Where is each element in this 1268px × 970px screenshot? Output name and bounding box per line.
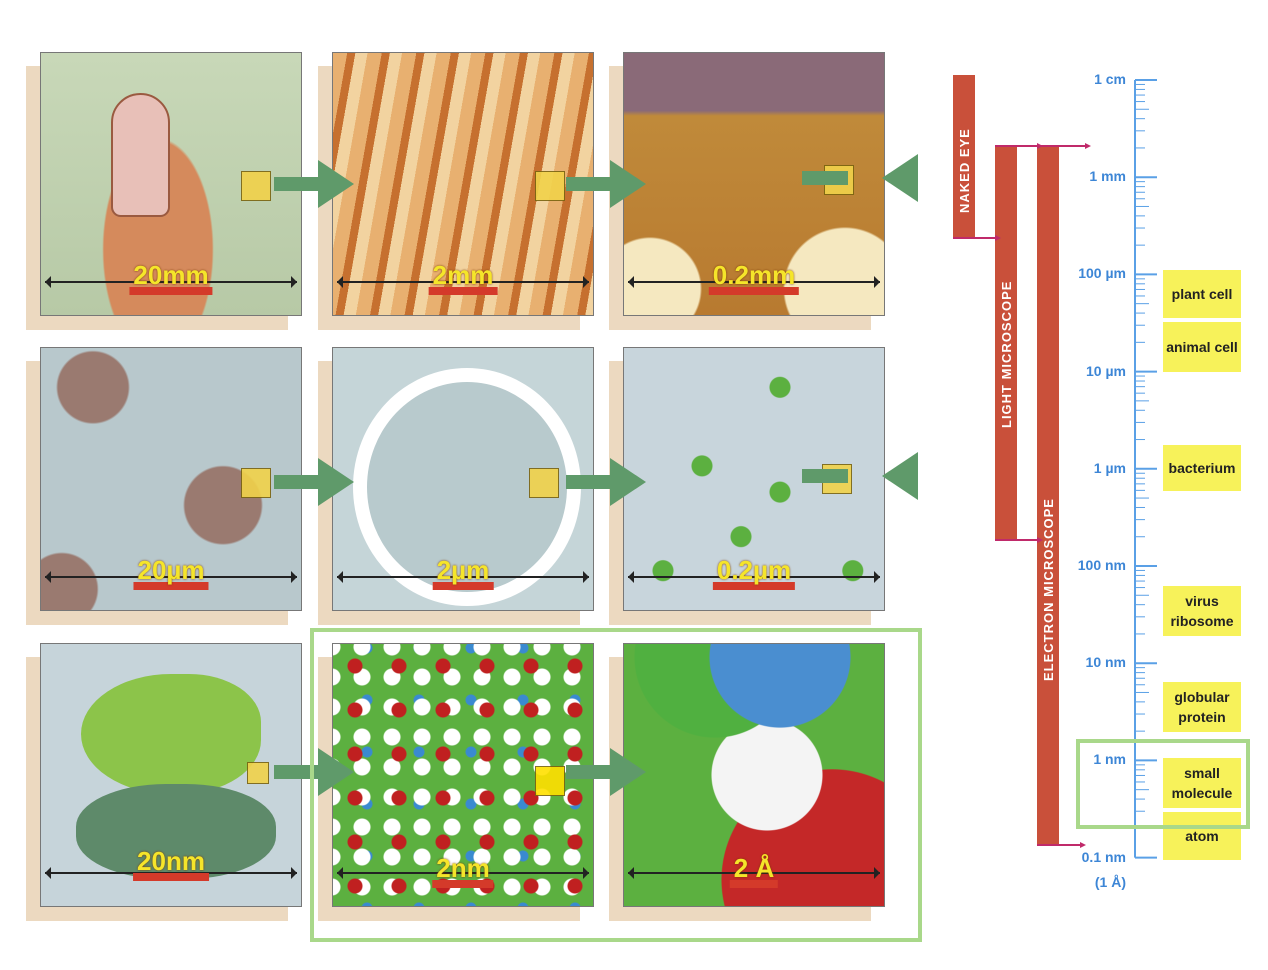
measure-arrow	[337, 276, 589, 288]
scale-label: 0.2mm	[708, 262, 800, 295]
panel-atoms: 2 Å	[609, 643, 885, 921]
zoom-arrow	[566, 160, 646, 208]
thumbnail-art	[111, 93, 170, 217]
scale-tick-label: 1 µm	[1093, 459, 1126, 476]
measure-arrow	[45, 276, 297, 288]
panel-skin-ridges: 2mm	[318, 52, 594, 330]
scale-label: 2nm	[432, 855, 494, 888]
scale-tick-label: 100 nm	[1077, 557, 1126, 573]
zoom-box	[529, 468, 559, 498]
zoom-arrow	[274, 748, 354, 796]
range-pointer-head	[1080, 842, 1086, 848]
zoom-arrow	[274, 160, 354, 208]
zoom-box	[247, 762, 269, 784]
scale-label: 0.2µm	[712, 557, 796, 590]
scale-label: 20nm	[133, 848, 209, 881]
organism-plant-cell: plant cell	[1163, 270, 1241, 318]
organism-atom: atom	[1163, 812, 1241, 860]
zoom-arrow-continue	[802, 452, 918, 500]
scale-label: 20µm	[133, 557, 209, 590]
measure-arrow	[337, 571, 589, 583]
measure-arrow	[628, 276, 880, 288]
panel-ribosome: 20nm	[26, 643, 302, 921]
zoom-box	[535, 171, 565, 201]
light-microscope-bar: LIGHT MICROSCOPE	[995, 146, 1017, 540]
measure-arrow	[628, 571, 880, 583]
measure-arrow	[45, 571, 297, 583]
scale-tick-label: 1 mm	[1089, 168, 1126, 185]
scale-label: 2µm	[432, 557, 494, 590]
scale-label: 2 Å	[729, 855, 779, 888]
panel-ribosomes: 0.2µm	[609, 347, 885, 625]
range-pointer-head	[995, 235, 1001, 241]
scale-label: 20mm	[129, 262, 213, 295]
organism-animal-cell: animal cell	[1163, 322, 1241, 372]
measure-arrow	[337, 867, 589, 879]
scale-tick-label: 1 nm	[1093, 751, 1126, 768]
zoom-box	[241, 468, 271, 498]
range-pointer-head	[1085, 143, 1091, 149]
electron-microscope-bar: ELECTRON MICROSCOPE	[1037, 146, 1059, 845]
scale-tick-label: 10 nm	[1085, 654, 1126, 671]
zoom-box	[535, 766, 565, 796]
organism-virus-ribosome: virus ribosome	[1163, 586, 1241, 636]
panel-molecules: 2nm	[318, 643, 594, 921]
panel-cells: 20µm	[26, 347, 302, 625]
zoom-arrow	[566, 458, 646, 506]
scale-label: 2mm	[428, 262, 498, 295]
scale-tick-label: 100 µm	[1078, 265, 1126, 282]
range-pointer-head	[1037, 537, 1043, 543]
scale-tick-label: 1 cm	[1094, 71, 1126, 87]
zoom-arrow	[566, 748, 646, 796]
highlight-box-scale	[1076, 739, 1250, 829]
zoom-arrow	[274, 458, 354, 506]
scale-tick-label: 10 µm	[1086, 362, 1126, 379]
highlight-box-panels	[310, 628, 922, 942]
angstrom-note: (1 Å)	[1094, 874, 1126, 890]
large-subunit-art	[81, 674, 261, 794]
zoom-arrow-continue	[802, 154, 918, 202]
panel-skin-tissue: 0.2mm	[609, 52, 885, 330]
organism-bacterium: bacterium	[1163, 445, 1241, 491]
organism-globular-protein: globular protein	[1163, 682, 1241, 732]
zoom-box	[241, 171, 271, 201]
scale-tick-label: 0.1 nm	[1081, 848, 1126, 865]
organism-small-molecule: small molecule	[1163, 758, 1241, 808]
measure-arrow	[628, 867, 880, 879]
naked-eye-bar: NAKED EYE	[953, 75, 975, 238]
small-subunit-art	[76, 784, 276, 879]
panel-thumb: 20mm	[26, 52, 302, 330]
